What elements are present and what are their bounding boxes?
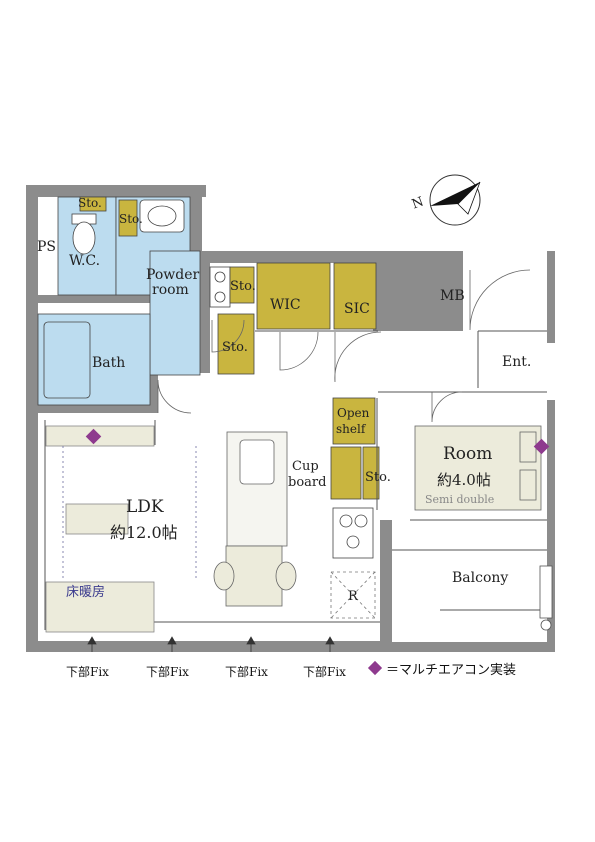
label-balcony: Balcony: [452, 570, 508, 586]
stove-icon: [332, 507, 374, 559]
label-bath: Bath: [92, 355, 125, 371]
door-swings: [157, 269, 531, 423]
fix-label-3: 下部Fix: [225, 665, 268, 679]
label-powder-1: Powder: [146, 267, 200, 283]
label-ldk-size: 約12.0帖: [110, 523, 178, 542]
label-wic: WIC: [270, 297, 301, 313]
label-mb: MB: [440, 288, 465, 304]
fix-window-markers: [87, 636, 335, 652]
sto-hall: [217, 313, 255, 375]
sic-area: [333, 262, 377, 330]
label-floor-heating: 床暖房: [66, 584, 105, 600]
cupboard: [330, 446, 362, 500]
label-bed: Semi double: [425, 493, 494, 506]
legend-text: ＝マルチエアコン実装: [386, 663, 517, 678]
sto-kitchen: [362, 446, 380, 500]
label-ent: Ent.: [502, 354, 531, 370]
floor-heating-boundary: [62, 446, 197, 580]
bathtub: [43, 321, 91, 399]
powder-lower: [149, 250, 201, 376]
dining-table: [213, 545, 297, 607]
sto-wash: [229, 266, 255, 304]
fix-label-4: 下部Fix: [303, 665, 346, 679]
label-ldk: LDK: [126, 497, 164, 517]
balcony-rail: [539, 565, 553, 631]
compass-label: N: [410, 195, 426, 213]
walls: [26, 185, 555, 652]
room-labels: PS W.C. Sto. Sto. Powder room Sto. WIC S…: [37, 196, 531, 604]
label-sto-wc: Sto.: [78, 196, 102, 210]
label-ps: PS: [37, 239, 56, 255]
toilet-icon: [71, 213, 97, 255]
label-open-shelf-1: Open: [337, 406, 370, 420]
sto-sink: [118, 199, 138, 237]
washer-icon: [209, 266, 231, 308]
label-sto-hall: Sto.: [222, 340, 248, 355]
fix-label-2: 下部Fix: [146, 665, 189, 679]
label-powder-2: room: [152, 282, 189, 298]
kitchen-island: [226, 431, 288, 547]
label-wc: W.C.: [69, 253, 100, 269]
storage-areas: [79, 196, 380, 500]
label-sto-wash: Sto.: [230, 279, 256, 294]
sto-wc: [79, 196, 107, 212]
open-shelf: [332, 397, 376, 445]
label-cupboard-2: board: [288, 475, 326, 490]
label-room: Room: [443, 444, 492, 464]
wet-areas: [37, 196, 201, 406]
aircon-legend-icon: [367, 660, 383, 676]
bed-furniture: [414, 425, 542, 511]
label-cupboard-1: Cup: [292, 459, 319, 474]
label-fridge: R: [348, 589, 359, 604]
fix-label-1: 下部Fix: [66, 665, 109, 679]
sink-icon: [139, 199, 185, 233]
compass-icon: N: [410, 174, 481, 226]
legend: ＝マルチエアコン実装: [367, 659, 517, 678]
label-sto-sink: Sto.: [119, 212, 143, 226]
fridge-space: [330, 571, 376, 619]
label-room-size: 約4.0帖: [437, 471, 491, 489]
label-sto-kitchen: Sto.: [365, 470, 391, 485]
label-open-shelf-2: shelf: [336, 422, 367, 436]
wic-area: [256, 262, 331, 330]
label-sic: SIC: [344, 301, 370, 317]
